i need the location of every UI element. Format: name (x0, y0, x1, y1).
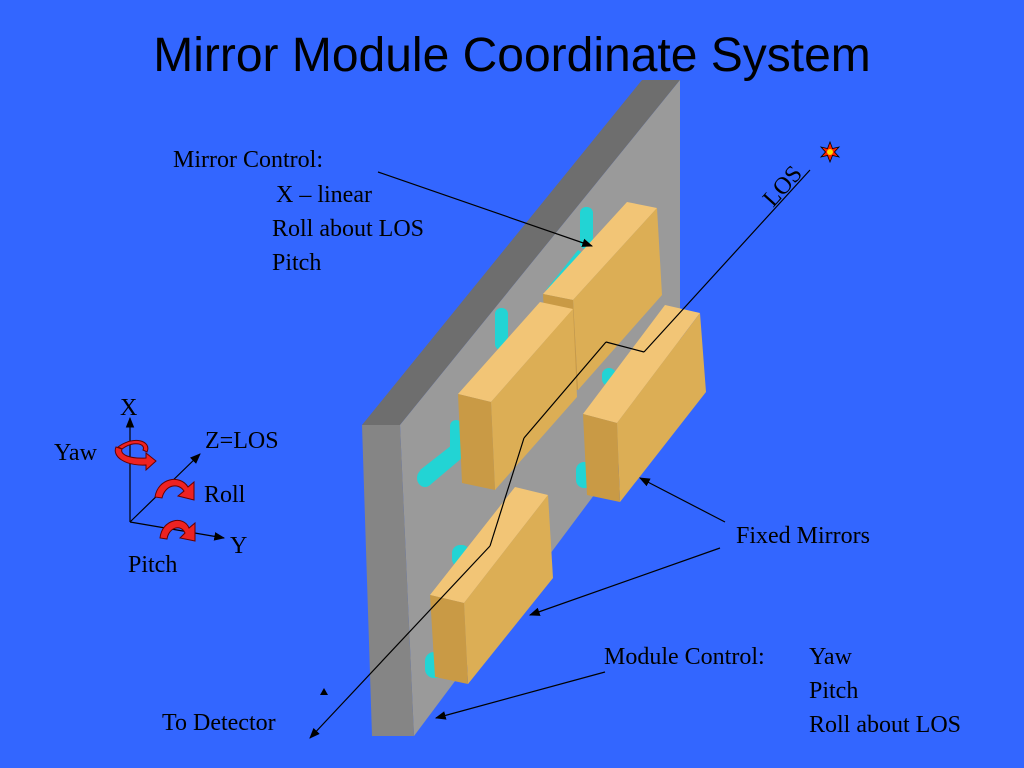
fixed-mirror-arrow-right (639, 477, 726, 523)
actuator-pin (495, 308, 508, 350)
module-control-item: Pitch (809, 678, 859, 704)
yaw-label: Yaw (54, 440, 97, 466)
los-label: LOS (758, 161, 808, 212)
module-control-item: Roll about LOS (809, 712, 962, 738)
roll-rotation-icon (154, 478, 195, 501)
mirror-control-arrow (377, 171, 594, 247)
module-control-heading: Module Control: (604, 644, 765, 670)
x-axis-label: X (120, 395, 138, 421)
page-title: Mirror Module Coordinate System (153, 29, 871, 82)
actuator-pin (580, 207, 593, 249)
fixed-mirror-lower (430, 487, 553, 684)
source-star-icon (819, 140, 841, 164)
line-of-sight (309, 169, 811, 739)
fixed-mirrors-label: Fixed Mirrors (736, 523, 870, 549)
detector-marker (320, 688, 328, 695)
roll-label: Roll (204, 482, 246, 508)
yaw-rotation-icon (114, 439, 157, 472)
pitch-label: Pitch (128, 552, 178, 578)
mirror-control-item: Roll about LOS (272, 216, 425, 242)
to-detector-label: To Detector (162, 710, 276, 736)
fixed-mirror-right (583, 305, 706, 502)
plate-top-edge (362, 80, 680, 425)
actuator-pin-end (417, 469, 433, 487)
y-axis-label: Y (230, 533, 248, 559)
pitch-rotation-icon (159, 519, 196, 542)
mirror-control-item: Pitch (272, 250, 322, 276)
to-detector-arrow (309, 545, 491, 739)
y-axis (129, 521, 226, 541)
fixed-mirror-arrow-lower (528, 547, 721, 616)
module-control-arrow (434, 671, 606, 720)
z-axis-label: Z=LOS (205, 428, 279, 454)
controlled-mirror-lower (458, 302, 577, 490)
plate-left-edge (362, 425, 414, 736)
mirror-control-item: X – linear (276, 182, 372, 208)
mirror-control-heading: Mirror Control: (173, 147, 323, 173)
module-control-item: Yaw (809, 644, 852, 670)
